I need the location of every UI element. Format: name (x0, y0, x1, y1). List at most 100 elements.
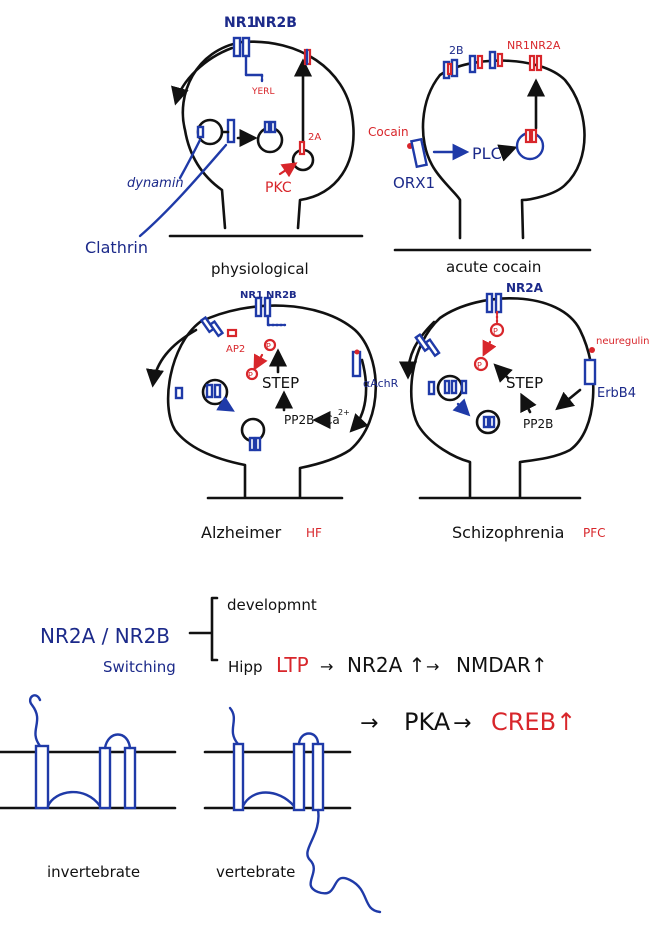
label-nr2b: NR2B (254, 15, 297, 31)
label-pkc: PKC (265, 180, 292, 196)
label-creb-up: CREB↑ (491, 708, 576, 736)
nr2a-receptor-surface (303, 48, 312, 66)
endocytic-vesicle (174, 378, 229, 406)
phospho-circle-2 (245, 367, 259, 381)
clathrin-pointer (138, 143, 228, 238)
label-orx1: ORX1 (393, 174, 435, 192)
phospho-circle-2 (473, 356, 489, 372)
endocytic-vesicle (427, 374, 468, 402)
endocytosis-arrow (171, 46, 234, 106)
nmda-receptor-surface (254, 296, 287, 327)
label-pp2b: PP2B (523, 417, 553, 431)
label-step: STEP (506, 374, 543, 392)
label-hipp: Hipp (228, 658, 263, 676)
achr-receptor (351, 349, 362, 378)
label-clathrin: Clathrin (85, 238, 148, 257)
panel-physiological: NR1 NR2B YERL 2A PKC dynamin Clathrin ph… (85, 15, 364, 278)
label-nr2a: NR2A (506, 281, 544, 295)
label-p1: P (493, 327, 498, 336)
spine-outline (168, 40, 364, 238)
membrane-invertebrate: invertebrate (0, 694, 177, 881)
vesicle-nr2a (515, 128, 545, 161)
label-dynamin: dynamin (127, 176, 184, 191)
caption-acute-cocain: acute cocain (446, 258, 541, 276)
label-neuregulin: neuregulin (596, 336, 649, 347)
label-vertebrate: vertebrate (216, 863, 295, 881)
switching-subtitle: Switching (103, 658, 176, 676)
dynamin-pointer (178, 138, 202, 180)
label-ap2: AP2 (226, 344, 245, 355)
label-nr2a: NR2A (530, 39, 561, 52)
label-plc: PLC (472, 144, 502, 163)
creb-arrow: → (453, 711, 471, 736)
label-step: STEP (262, 374, 299, 392)
arrow-2: → (426, 657, 439, 676)
label-invertebrate: invertebrate (47, 863, 140, 881)
label-development: developmnt (227, 596, 317, 614)
endocytosis-arrow (398, 320, 436, 380)
label-cocain: Cocain (368, 125, 409, 139)
label-yerl: YERL (251, 87, 274, 97)
pkc-arrow (278, 162, 298, 178)
neuregulin-dot (589, 347, 595, 353)
label-p2: P (477, 361, 482, 370)
label-2b: 2B (449, 44, 464, 57)
ap2-receptor-pair (199, 315, 238, 338)
spine-outline (166, 304, 377, 500)
panel-alzheimer: NR1 NR2B AP2 P P STEP αAchR PP2B Ca 2+ (145, 290, 399, 542)
label-erbb4: ErbB4 (597, 386, 636, 401)
receptor-pair-surface (468, 50, 504, 74)
dephos-arrow (482, 339, 497, 357)
label-pka: PKA (404, 708, 451, 736)
erbb4-arrow (555, 388, 582, 411)
nmda-receptor-surface (485, 292, 503, 326)
label-nr2b: NR2B (266, 290, 297, 301)
endocytic-vesicle (196, 118, 236, 146)
switching-section: NR2A / NR2B Switching developmnt Hipp LT… (40, 596, 576, 736)
panel-acute-cocain: 2B NR1 NR2A Cocain ORX1 PLC acute cocain (368, 39, 592, 276)
label-pp2b: PP2B (284, 413, 314, 427)
plc-arrow (497, 144, 518, 162)
caption-alzheimer: Alzheimer (201, 523, 282, 542)
caption-schizophrenia: Schizophrenia (452, 523, 564, 542)
receptor-2b-surface (442, 58, 459, 80)
switching-bracket (188, 596, 219, 662)
caption-physiological: physiological (211, 260, 309, 278)
internalize-arrow (452, 398, 471, 417)
erbb4-receptor (583, 358, 597, 386)
orx1-receptor (409, 137, 429, 169)
label-ca-sup: 2+ (338, 408, 350, 417)
pp2b-arrow (520, 392, 537, 414)
label-hf: HF (306, 526, 322, 540)
pka-arrow: → (360, 711, 378, 736)
membrane-vertebrate: vertebrate (203, 706, 382, 914)
lateral-arrow (349, 358, 369, 433)
label-2a: 2A (308, 132, 321, 143)
internal-vesicle (475, 409, 501, 435)
switching-title: NR2A / NR2B (40, 624, 170, 648)
label-nr1: NR1 (224, 15, 256, 31)
dephos-arrow (253, 353, 268, 371)
step-arrow (493, 363, 513, 383)
label-p2: P (248, 371, 253, 380)
internal-vesicle (236, 120, 284, 154)
nr2a-vesicle (291, 140, 315, 172)
label-p1: P (266, 342, 271, 351)
label-ltp: LTP (276, 653, 309, 677)
label-nr1: NR1 (507, 39, 530, 52)
label-nmdar-up: NMDAR↑ (456, 653, 548, 677)
phospho-circle-1 (489, 322, 505, 338)
receptor-pair-left (414, 333, 441, 358)
internalize-arrow (216, 395, 235, 412)
label-pfc: PFC (583, 526, 606, 540)
nmda-receptor-surface (232, 36, 264, 84)
receptor-nr2a-surface (528, 54, 543, 72)
panel-schizophrenia: NR2A P P STEP neuregulin ErbB4 PP2B (398, 281, 649, 542)
label-nr1: NR1 (240, 290, 263, 301)
arrow-1: → (320, 657, 333, 676)
endocytosis-arrow (145, 328, 198, 388)
label-nr2a-up: NR2A ↑ (347, 653, 425, 677)
label-achr: αAchR (363, 377, 399, 390)
